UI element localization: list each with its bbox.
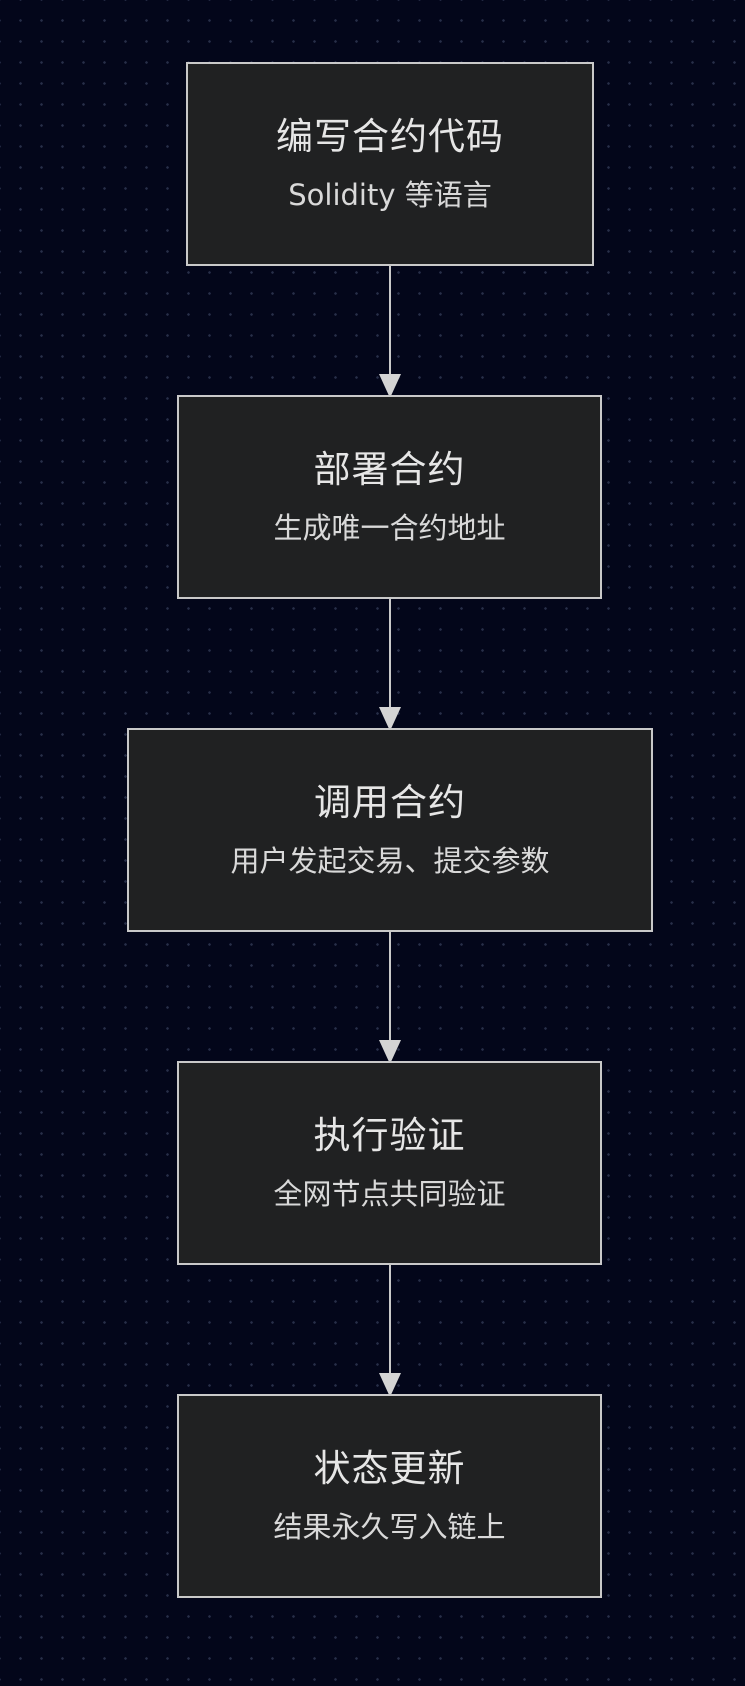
node-title: 状态更新 bbox=[313, 1447, 466, 1490]
node-title: 调用合约 bbox=[314, 781, 466, 824]
node-subtitle: 全网节点共同验证 bbox=[273, 1177, 506, 1211]
flow-node-verify: 执行验证 全网节点共同验证 bbox=[177, 1061, 602, 1265]
arrow-head bbox=[379, 374, 401, 398]
flow-node-deploy: 部署合约 生成唯一合约地址 bbox=[177, 395, 602, 599]
connector-line bbox=[389, 1265, 391, 1375]
node-subtitle: 用户发起交易、提交参数 bbox=[230, 844, 550, 878]
node-title: 编写合约代码 bbox=[276, 115, 504, 158]
flow-node-write-code: 编写合约代码 Solidity 等语言 bbox=[186, 62, 594, 266]
flow-node-state-update: 状态更新 结果永久写入链上 bbox=[177, 1394, 602, 1598]
node-title: 部署合约 bbox=[313, 448, 466, 491]
node-title: 执行验证 bbox=[313, 1114, 466, 1157]
arrow-head bbox=[379, 707, 401, 731]
arrow-head bbox=[379, 1373, 401, 1397]
arrow-head bbox=[379, 1040, 401, 1064]
connector-line bbox=[389, 932, 391, 1042]
connector-line bbox=[389, 266, 391, 376]
node-subtitle: 结果永久写入链上 bbox=[273, 1510, 506, 1544]
connector-line bbox=[389, 599, 391, 709]
node-subtitle: 生成唯一合约地址 bbox=[273, 511, 506, 545]
flow-node-invoke: 调用合约 用户发起交易、提交参数 bbox=[127, 728, 653, 932]
node-subtitle: Solidity 等语言 bbox=[288, 178, 492, 212]
